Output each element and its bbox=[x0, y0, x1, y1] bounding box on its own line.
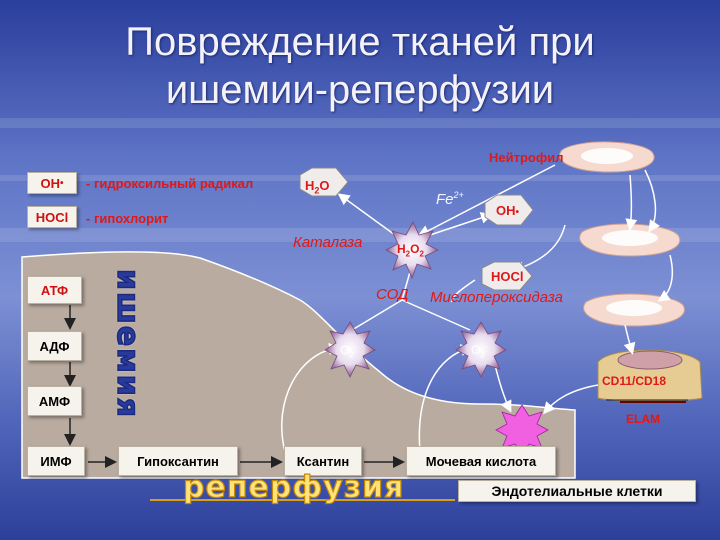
oh-radical-label: OH• bbox=[496, 203, 520, 218]
hypoxanthine-box: Гипоксантин bbox=[118, 446, 238, 476]
reperfusion-label: реперфузия bbox=[182, 470, 405, 505]
h2o2-burst bbox=[385, 221, 439, 280]
sod-label: СОД bbox=[376, 286, 409, 303]
imp-box: ИМФ bbox=[27, 446, 85, 476]
oh-legend-term: OH bbox=[40, 175, 60, 191]
oh-legend-box: OH• bbox=[27, 172, 77, 194]
endothelial-label: Эндотелиальные клетки bbox=[458, 480, 696, 502]
cd11-cd18-label: CD11/CD18 bbox=[602, 374, 667, 388]
hocl-label: HOCl bbox=[491, 269, 524, 284]
myeloperoxidase-label: Миелопероксидаза bbox=[430, 289, 563, 306]
amp-box: АМФ bbox=[27, 386, 82, 416]
o2-radical-label-left: O2- bbox=[340, 342, 357, 360]
catalase-label: Каталаза bbox=[293, 234, 363, 251]
background-stripe bbox=[0, 175, 720, 181]
atp-box: АТФ bbox=[27, 276, 82, 304]
xanthine-box: Ксантин bbox=[284, 446, 362, 476]
background-stripe bbox=[0, 228, 720, 242]
adp-box: АДФ bbox=[27, 331, 82, 361]
hocl-shape bbox=[481, 261, 533, 291]
h2o-label: H2O bbox=[305, 178, 330, 196]
ischemia-label: ишемия bbox=[109, 268, 146, 420]
fe2-label: Fe2+ bbox=[436, 190, 464, 208]
hocl-legend-box: HOCl bbox=[27, 206, 77, 228]
slide-title: Повреждение тканей при ишемии-реперфузии bbox=[125, 20, 595, 112]
o2-radical-burst-left bbox=[324, 321, 376, 378]
background-stripe bbox=[0, 118, 720, 128]
uric-acid-box: Мочевая кислота bbox=[406, 446, 556, 476]
hocl-legend-description: - гипохлорит bbox=[86, 211, 169, 226]
h2o2-label: H2O2 bbox=[397, 242, 424, 259]
neutrophil-label: Нейтрофил bbox=[489, 150, 564, 165]
oh-legend-description: - гидроксильный радикал bbox=[86, 176, 254, 191]
elam-label: ELAM bbox=[626, 412, 660, 426]
o2-radical-label-right: O2- bbox=[471, 342, 488, 360]
h2o-shape bbox=[299, 167, 349, 197]
o2-radical-burst-right bbox=[455, 321, 507, 378]
oh-shape bbox=[484, 194, 534, 226]
